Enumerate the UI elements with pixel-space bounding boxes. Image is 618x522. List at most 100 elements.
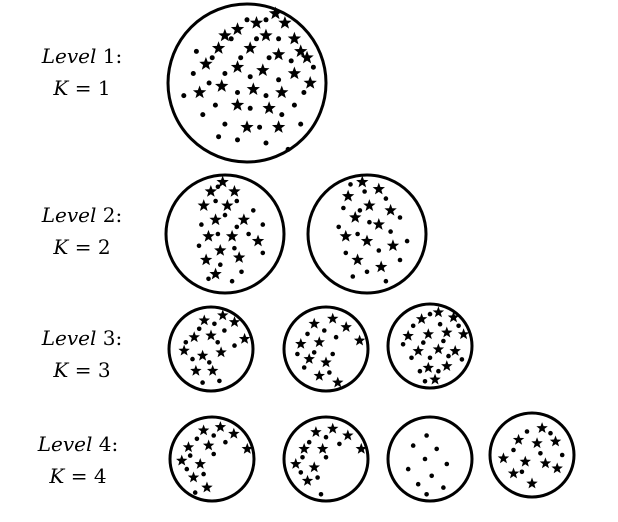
star-point <box>217 309 229 321</box>
dot-point <box>288 58 294 64</box>
k-symbol: K <box>53 358 69 382</box>
dot-point <box>222 71 228 76</box>
star-point <box>225 229 239 242</box>
star-point <box>232 251 246 263</box>
cluster-3-2 <box>282 305 370 393</box>
level-number: 2: <box>102 203 123 227</box>
cluster-3-1 <box>167 305 255 393</box>
star-point <box>182 441 195 453</box>
star-point <box>441 326 453 338</box>
dot-point <box>330 351 336 357</box>
dot-point <box>519 469 525 475</box>
dot-point <box>538 451 543 456</box>
star-point <box>432 343 445 355</box>
dot-point <box>184 466 190 472</box>
dot-point <box>228 36 234 42</box>
star-point <box>215 79 229 92</box>
dot-point <box>193 48 199 54</box>
dot-point <box>263 17 269 23</box>
dot-point <box>196 243 202 249</box>
level-number: 4: <box>98 432 119 456</box>
star-point <box>313 369 325 381</box>
dot-point <box>212 102 218 108</box>
star-point <box>539 457 552 469</box>
star-point <box>536 422 548 433</box>
dot-point <box>301 365 307 370</box>
dot-point <box>222 121 228 127</box>
star-point <box>342 429 354 441</box>
star-point <box>320 356 332 368</box>
star-point <box>372 182 385 195</box>
star-point <box>287 31 302 45</box>
star-point <box>206 364 219 376</box>
star-point <box>301 474 314 486</box>
star-point <box>214 421 227 432</box>
cluster-circle <box>488 411 576 499</box>
star-point <box>287 66 302 80</box>
star-point <box>209 267 222 280</box>
dot-point <box>305 331 310 337</box>
dot-point <box>285 146 291 152</box>
dot-point <box>410 323 416 329</box>
dot-point <box>181 93 187 99</box>
dot-point <box>301 90 307 95</box>
dot-point <box>441 485 446 490</box>
dot-point <box>222 328 227 333</box>
dot-point <box>548 430 553 436</box>
dot-point <box>404 238 410 244</box>
k-value: = 3 <box>74 358 111 382</box>
star-point <box>187 471 200 483</box>
dot-point <box>234 198 240 204</box>
star-point <box>262 101 276 114</box>
dot-point <box>459 357 465 362</box>
dot-point <box>383 196 389 201</box>
star-point <box>238 332 251 344</box>
dot-point <box>367 219 372 225</box>
level-label-1: Level 1: K = 1 <box>22 40 142 104</box>
dot-point <box>187 453 193 458</box>
star-point <box>271 47 286 61</box>
dot-point <box>341 205 346 211</box>
dot-point <box>397 257 403 263</box>
dot-point <box>444 461 450 467</box>
dot-point <box>215 340 220 345</box>
star-point <box>412 345 424 356</box>
star-point <box>295 337 307 349</box>
dot-point <box>239 269 244 275</box>
dot-point <box>194 436 200 442</box>
dot-point <box>310 64 316 70</box>
star-point <box>308 461 320 473</box>
dot-point <box>436 368 441 374</box>
cluster-circle <box>282 415 370 503</box>
dot-point <box>201 471 206 477</box>
dot-point <box>298 470 304 475</box>
star-point <box>197 199 210 211</box>
level-word: Level <box>41 326 97 350</box>
dot-point <box>422 456 428 462</box>
star-point <box>356 175 369 188</box>
dot-point <box>200 380 205 385</box>
dot-point <box>291 102 297 108</box>
dot-point <box>311 350 317 355</box>
star-point <box>218 28 232 42</box>
dot-point <box>263 93 269 99</box>
dot-point <box>207 360 212 365</box>
dot-point <box>427 355 433 361</box>
star-point <box>294 44 308 58</box>
dot-point <box>218 262 223 268</box>
dot-point <box>417 368 423 374</box>
dot-point <box>333 334 339 340</box>
star-point <box>194 458 206 469</box>
dot-point <box>215 231 221 237</box>
star-point <box>507 467 520 479</box>
k-symbol: K <box>53 76 69 100</box>
star-point <box>230 98 245 111</box>
cluster-circle <box>164 173 286 295</box>
cluster-circle <box>168 415 256 503</box>
k-value: = 2 <box>74 235 111 259</box>
dot-point <box>246 231 251 237</box>
star-point <box>374 260 388 273</box>
star-point <box>205 329 217 341</box>
star-point <box>196 349 209 361</box>
star-point <box>251 234 265 247</box>
